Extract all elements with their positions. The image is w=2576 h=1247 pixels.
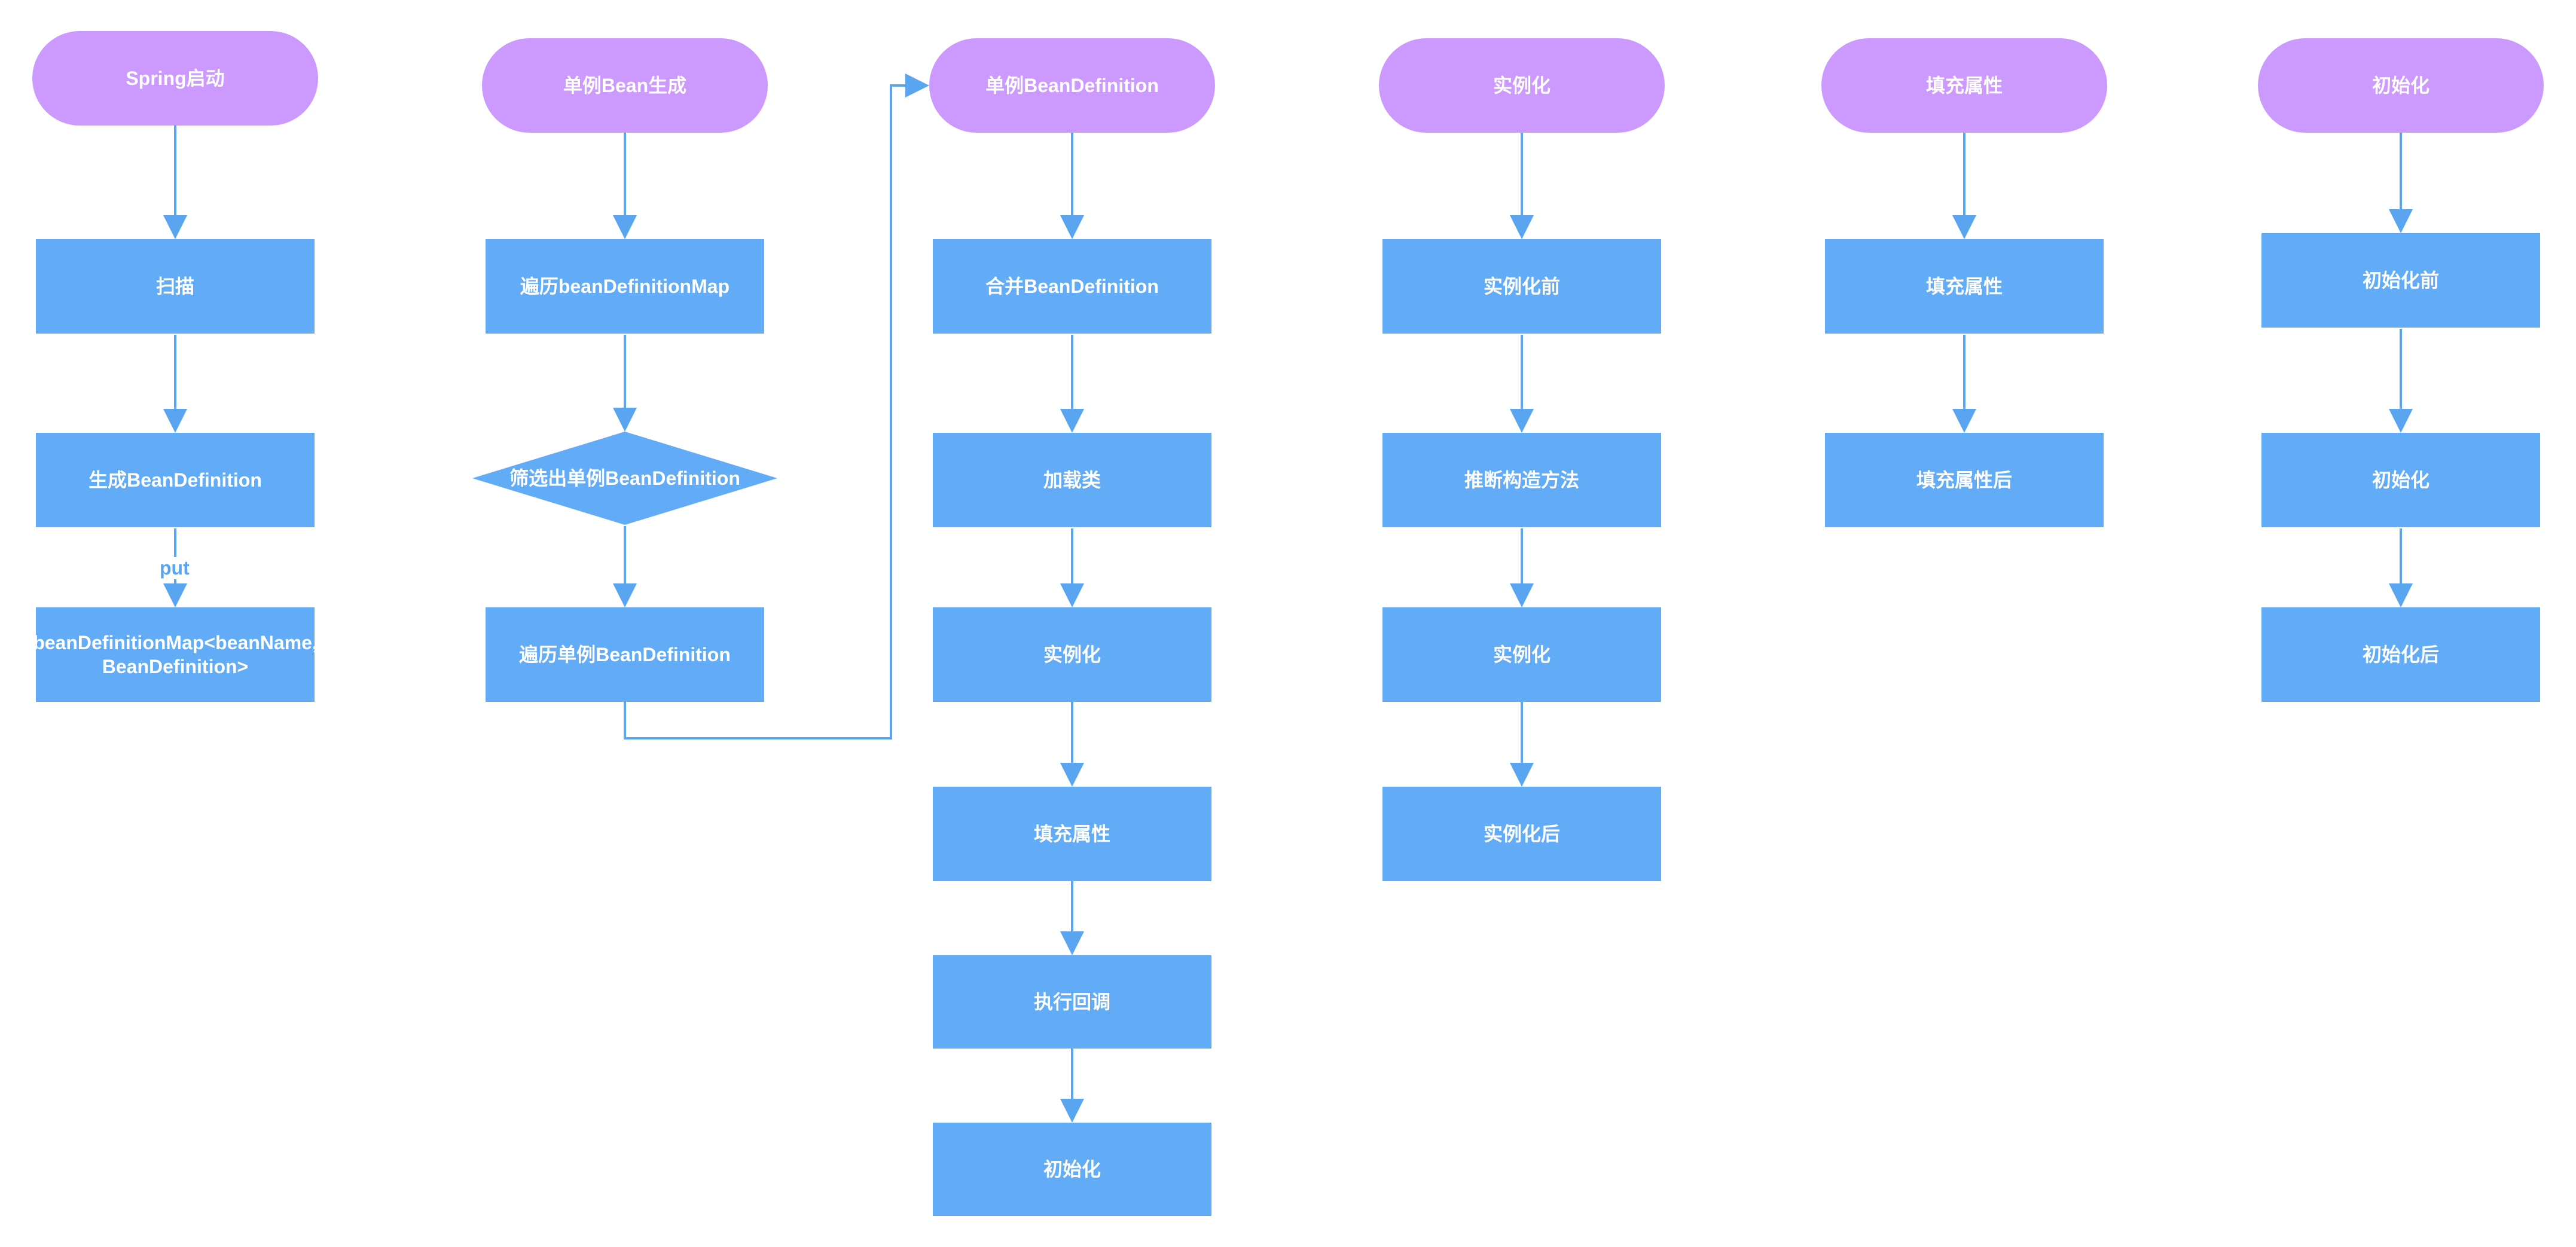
node-c3-populate: 填充属性 [933, 787, 1211, 881]
node-after-instantiation: 实例化后 [1382, 787, 1661, 881]
node-singleton-bean-gen: 单例Bean生成 [482, 38, 768, 133]
diamond-shape [472, 432, 777, 525]
node-bean-definition-map: beanDefinitionMap<beanName, BeanDefiniti… [33, 607, 318, 702]
edge-iter-singleton-to-singleton-bd [624, 74, 929, 739]
node-spring-start: Spring启动 [32, 31, 318, 126]
node-iterate-singleton-bd: 遍历单例BeanDefinition [486, 607, 764, 702]
node-instantiation-title: 实例化 [1379, 38, 1665, 133]
node-c4-instantiate: 实例化 [1382, 607, 1661, 702]
node-after-initialization: 初始化后 [2261, 607, 2540, 702]
node-populate-title: 填充属性 [1821, 38, 2107, 133]
node-before-instantiation: 实例化前 [1382, 239, 1661, 334]
node-filter-singleton-label: 筛选出单例BeanDefinition [509, 467, 740, 489]
edge-label-put: put [157, 557, 192, 579]
node-scan: 扫描 [36, 239, 315, 334]
node-c3-instantiate: 实例化 [933, 607, 1211, 702]
node-initialization-title: 初始化 [2258, 38, 2544, 133]
node-iterate-bd-map: 遍历beanDefinitionMap [486, 239, 764, 334]
node-merge-bean-definition: 合并BeanDefinition [933, 239, 1211, 334]
node-load-class: 加载类 [933, 433, 1211, 527]
node-before-initialization: 初始化前 [2261, 233, 2540, 328]
node-c3-initialize: 初始化 [933, 1123, 1211, 1216]
node-c5-populate: 填充属性 [1825, 239, 2104, 334]
node-infer-constructor: 推断构造方法 [1382, 433, 1661, 527]
node-singleton-bean-definition: 单例BeanDefinition [929, 38, 1215, 133]
node-filter-singleton-decision: 筛选出单例BeanDefinition [472, 432, 777, 525]
node-c6-initialize: 初始化 [2261, 433, 2540, 527]
node-after-populate: 填充属性后 [1825, 433, 2104, 527]
node-execute-callback: 执行回调 [933, 955, 1211, 1049]
node-generate-bean-definition: 生成BeanDefinition [36, 433, 315, 527]
